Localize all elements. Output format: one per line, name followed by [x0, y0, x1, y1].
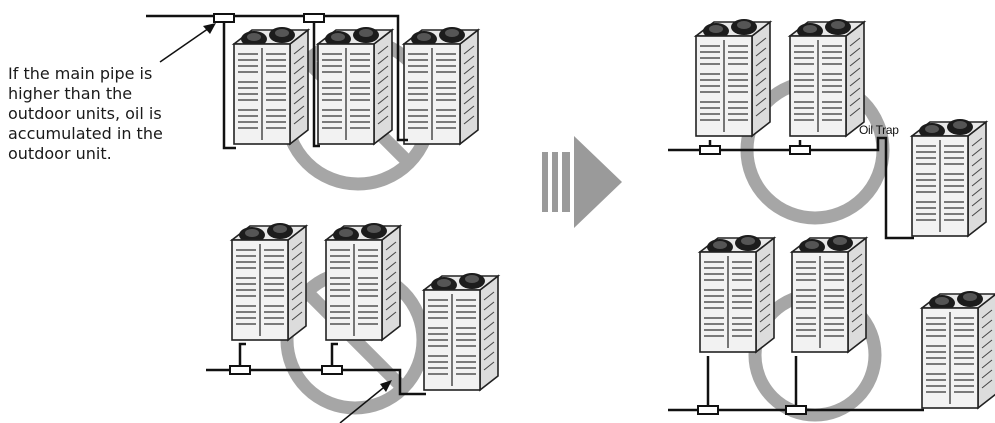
- outdoor-unit-icon: [325, 222, 401, 341]
- tee-fitting: [699, 145, 721, 155]
- refrigerant-pipe: [668, 356, 924, 412]
- correct-oil-trap-diagram: [668, 18, 987, 240]
- note-line: If the main pipe is: [8, 64, 153, 83]
- oil-trap-label: Oil Trap: [859, 123, 899, 137]
- refrigerant-pipe: [206, 342, 426, 396]
- outdoor-unit-icon: [423, 272, 499, 391]
- outdoor-unit-icon: [403, 26, 479, 145]
- outdoor-unit-icon: [911, 118, 987, 237]
- note-line: higher than the: [8, 84, 133, 103]
- note-line: outdoor units, oil is: [8, 104, 162, 123]
- outdoor-unit-icon: [233, 26, 309, 145]
- tee-fitting: [697, 405, 719, 415]
- outdoor-unit-icon: [921, 290, 995, 409]
- correct-level-pipe-diagram: [668, 234, 995, 422]
- incorrect-high-main-pipe-diagram: [146, 13, 479, 191]
- outdoor-unit-icon: [789, 18, 865, 137]
- note-line: accumulated in the: [8, 124, 163, 143]
- tee-fitting: [213, 13, 235, 23]
- note-line: outdoor unit.: [8, 144, 112, 163]
- tee-fitting: [785, 405, 807, 415]
- incorrect-low-unit-diagram: [206, 222, 499, 423]
- outdoor-unit-icon: [699, 234, 775, 353]
- tee-fitting: [321, 365, 343, 375]
- pointer-arrow: [159, 23, 216, 63]
- pointer-arrow: [339, 380, 392, 423]
- tee-fitting: [303, 13, 325, 23]
- right-arrow-icon: [542, 136, 622, 228]
- caution-note: If the main pipe is higher than the outd…: [8, 64, 208, 164]
- outdoor-unit-icon: [231, 222, 307, 341]
- outdoor-unit-icon: [317, 26, 393, 145]
- outdoor-unit-icon: [791, 234, 867, 353]
- tee-fitting: [789, 145, 811, 155]
- tee-fitting: [229, 365, 251, 375]
- refrigerant-pipe: [146, 14, 408, 150]
- outdoor-unit-icon: [695, 18, 771, 137]
